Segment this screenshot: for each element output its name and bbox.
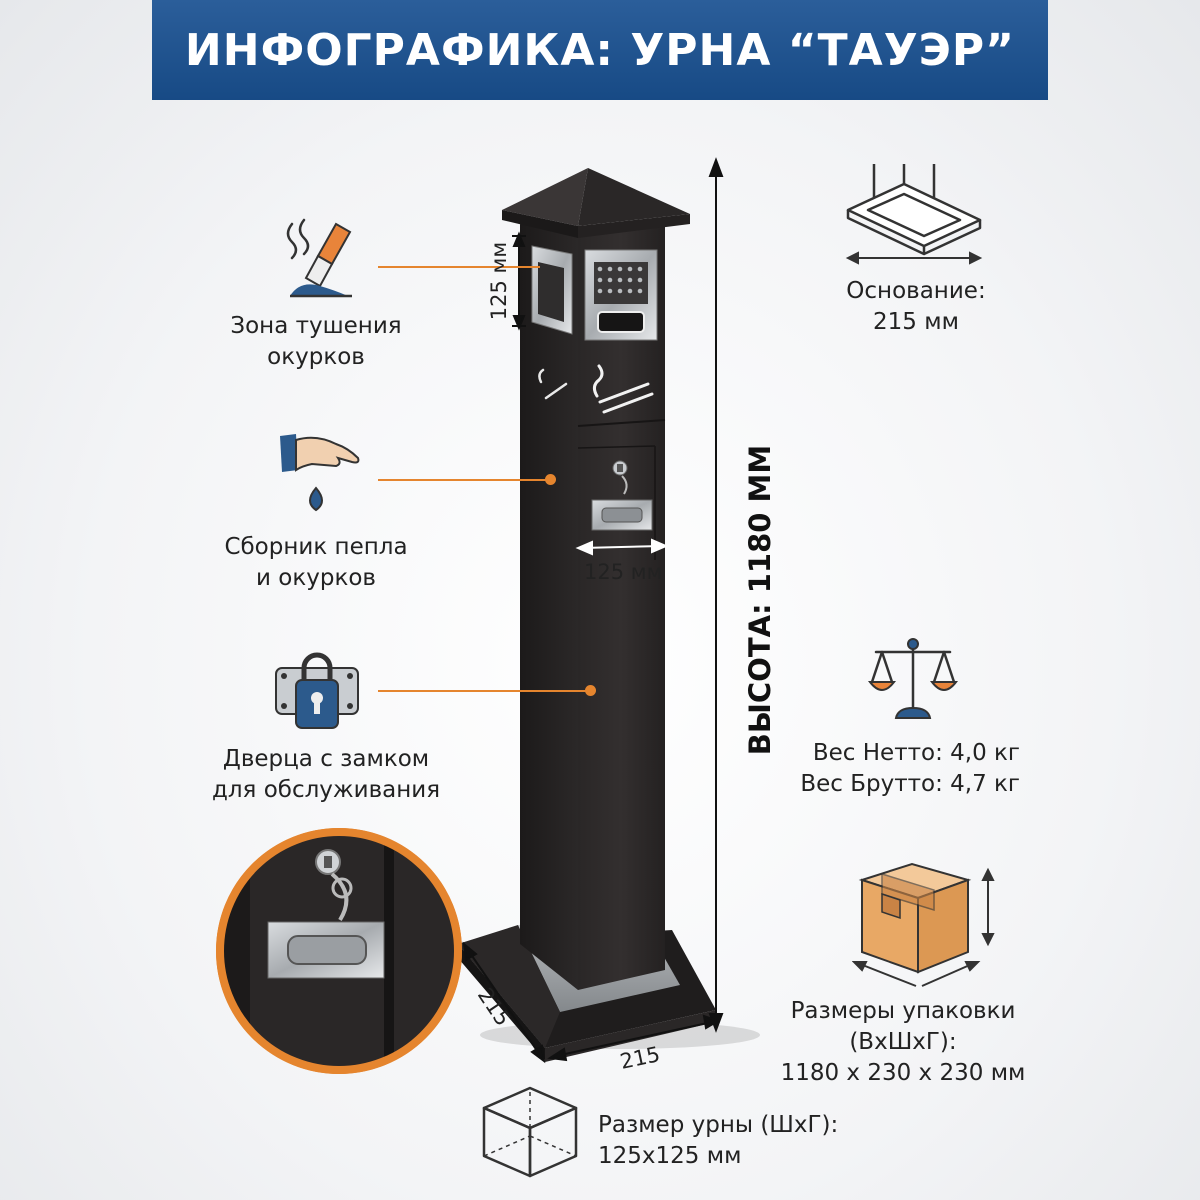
leader-dot-door (585, 685, 596, 696)
feature-door-label: Дверца с замком для обслуживания (211, 746, 441, 803)
base-front-dimension-line (547, 1014, 721, 1062)
spec-weight-label: Вес Нетто: 4,0 кг Вес Брутто: 4,7 кг (800, 740, 1020, 797)
leader-door (378, 690, 588, 692)
page-title: ИНФОГРАФИКА: УРНА “ТАУЭР” (184, 24, 1016, 76)
ash-drawer-handle (591, 460, 653, 531)
height-label: ВЫСОТА: 1180 ММ (743, 444, 777, 756)
leader-extinguish (378, 266, 540, 268)
spec-bin-size-label: Размер урны (ШхГ): 125х125 мм (598, 1112, 839, 1169)
width-dimension-line (575, 538, 669, 556)
base-side-dimension-line (462, 941, 546, 1064)
scales-icon (868, 638, 958, 719)
title-banner: ИНФОГРАФИКА: УРНА “ТАУЭР” (152, 0, 1048, 100)
feature-ash-label: Сборник пепла и окурков (224, 534, 408, 591)
width-label: 125 мм (584, 560, 663, 584)
leader-ash (378, 479, 548, 481)
extinguish-plate (584, 249, 658, 341)
height-dimension-line (708, 157, 724, 1033)
base-icon (845, 164, 983, 265)
urn-roof (502, 168, 690, 238)
side-cigarette-sign (538, 368, 568, 400)
zone-height-label: 125 мм (487, 241, 511, 321)
cigarette-icon (286, 218, 352, 298)
lock-icon (275, 652, 359, 729)
box-icon (852, 862, 995, 987)
lock-closeup-photo (216, 828, 462, 1074)
zone-height-dimension-line (512, 231, 526, 331)
feature-extinguish-label: Зона тушения окурков (230, 313, 402, 370)
cigarette-sign (592, 364, 654, 414)
spec-base-label: Основание: 215 мм (846, 278, 986, 335)
cube-icon (482, 1086, 578, 1178)
urn-front (578, 226, 665, 990)
urn-side (520, 224, 578, 990)
leader-dot-ash (545, 474, 556, 485)
hand-drop-icon (280, 434, 360, 512)
spec-package-label: Размеры упаковки (ВхШхГ): 1180 х 230 х 2… (780, 998, 1026, 1086)
